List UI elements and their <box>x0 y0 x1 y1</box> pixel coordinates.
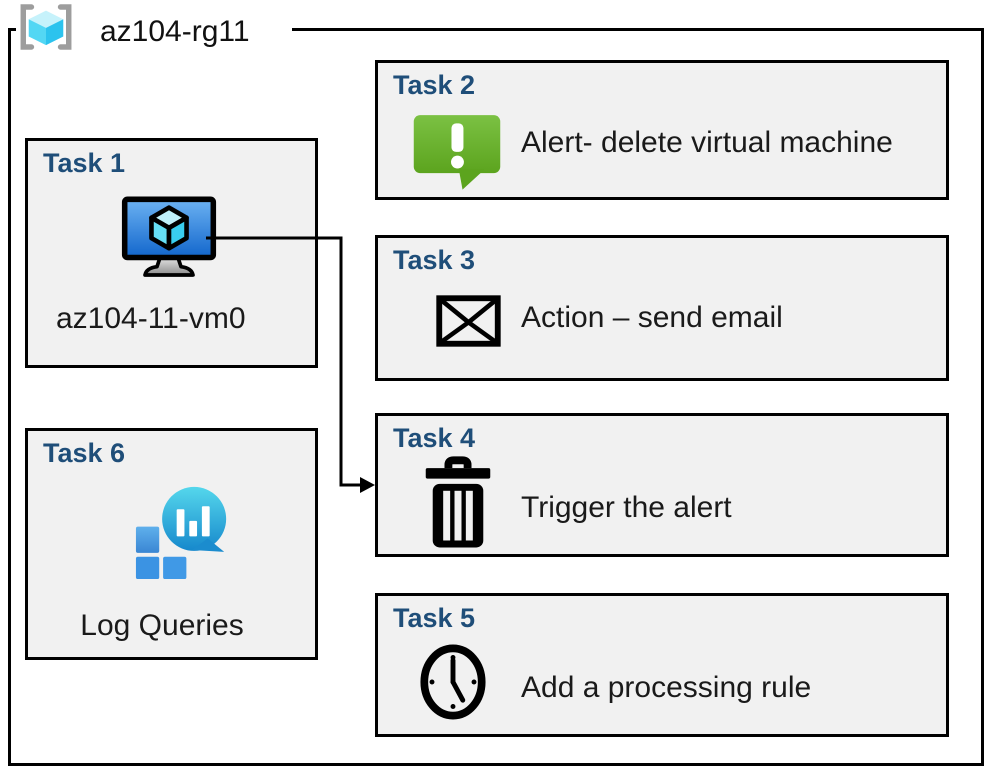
task3-box: Task 3 Action – send email <box>375 235 949 381</box>
alert-message-icon <box>411 107 503 200</box>
task2-label: Alert- delete virtual machine <box>521 126 893 159</box>
virtual-machine-icon <box>121 196 217 287</box>
task3-title: Task 3 <box>393 245 476 275</box>
log-queries-icon <box>134 481 231 589</box>
clock-icon <box>418 642 488 727</box>
task5-box: Task 5 Add a processing rule <box>375 593 949 737</box>
task5-label: Add a processing rule <box>521 671 812 704</box>
email-envelope-icon <box>436 291 501 356</box>
task6-title: Task 6 <box>43 438 126 468</box>
task6-label: Log Queries <box>80 609 244 642</box>
trash-delete-icon <box>424 456 492 555</box>
task6-box: Task 6 Log Q <box>25 428 318 660</box>
task1-box: Task 1 az104-11 <box>25 138 318 368</box>
task2-box: Task 2 Alert- delete virtual machine <box>375 60 949 200</box>
task1-label: az104-11-vm0 <box>56 302 246 335</box>
task4-box: Task 4 Trigger the alert <box>375 413 949 557</box>
task4-label: Trigger the alert <box>521 491 732 524</box>
task3-label: Action – send email <box>521 301 783 334</box>
task4-title: Task 4 <box>393 423 476 453</box>
resource-group-label: az104-rg11 <box>100 15 260 49</box>
task5-title: Task 5 <box>393 603 476 633</box>
task2-title: Task 2 <box>393 70 476 100</box>
task1-title: Task 1 <box>43 148 126 178</box>
resource-group-icon <box>16 4 76 50</box>
